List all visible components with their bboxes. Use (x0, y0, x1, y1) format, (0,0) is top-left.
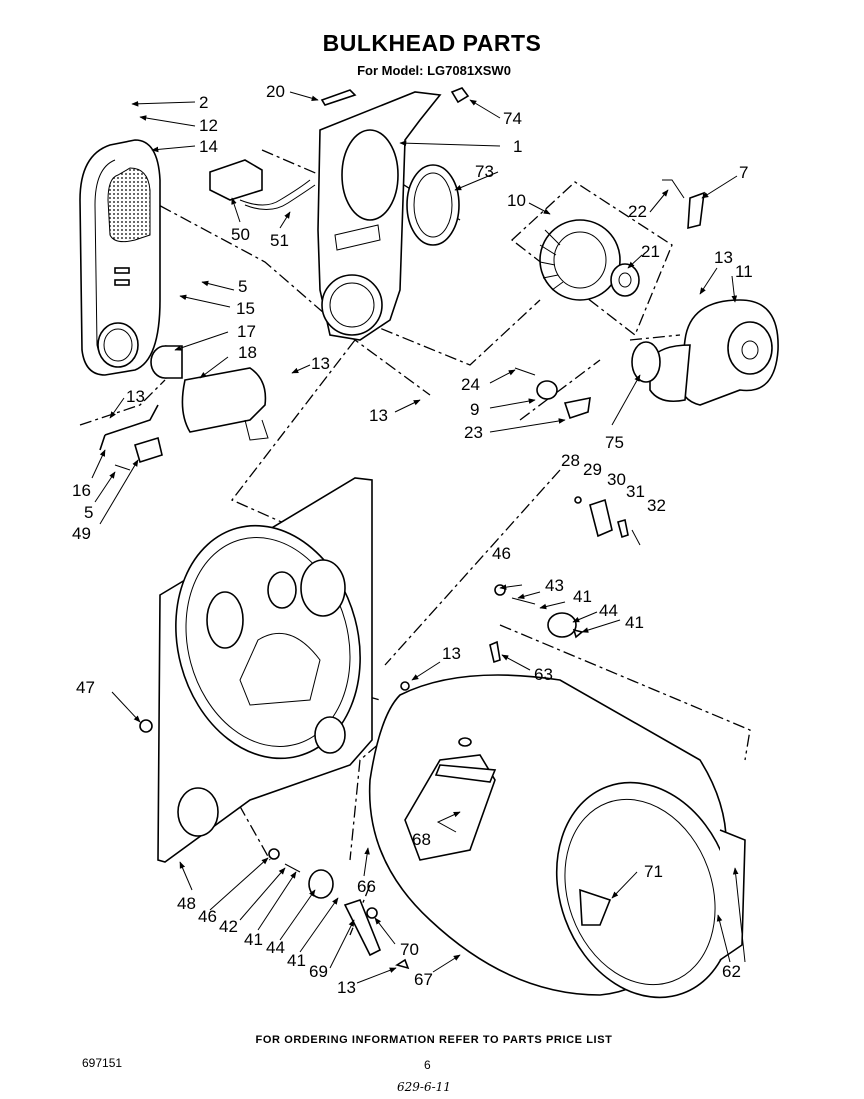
part-number-label: 10 (507, 191, 526, 210)
part-number-label: 17 (237, 322, 256, 341)
part-number-label: 13 (442, 644, 461, 663)
switch-bracket (99, 404, 163, 471)
part-number-label: 48 (177, 894, 196, 913)
part-number-label: 18 (238, 343, 257, 362)
part-number-label: 12 (199, 116, 218, 135)
part-number-label: 62 (722, 962, 741, 981)
handwritten-code: 629-6-11 (397, 1080, 451, 1094)
part-number-label: 21 (641, 242, 660, 261)
part-number-label: 13 (714, 248, 733, 267)
motor-bracket (662, 179, 705, 230)
door-switch-parts (574, 496, 641, 546)
part-number-label: 70 (400, 940, 419, 959)
part-number-label: 14 (199, 137, 218, 156)
blower-motor-cylinder (150, 345, 269, 441)
part-number-label: 20 (266, 82, 285, 101)
part-number-label: 1 (513, 137, 522, 156)
part-number-label: 24 (461, 375, 480, 394)
part-number-label: 43 (545, 576, 564, 595)
part-number-label: 16 (72, 481, 91, 500)
part-number-label: 13 (311, 354, 330, 373)
part-number-label: 2 (199, 93, 208, 112)
part-number-label: 13 (126, 387, 145, 406)
part-number-label: 44 (266, 938, 285, 957)
part-number-label: 7 (739, 163, 748, 182)
dryer-drum (368, 674, 746, 999)
part-number-label: 63 (534, 665, 553, 684)
part-number-label: 29 (583, 460, 602, 479)
part-number-label: 75 (605, 433, 624, 452)
front-bulkhead-housing (79, 139, 161, 376)
part-number-label: 9 (470, 400, 479, 419)
part-number-label: 32 (647, 496, 666, 515)
part-number-label: 73 (475, 162, 494, 181)
page-number: 6 (424, 1058, 431, 1072)
callout-leaders (91, 91, 746, 984)
model-subtitle: For Model: LG7081XSW0 (357, 63, 511, 78)
part-number-label: 42 (219, 917, 238, 936)
part-number-label: 23 (464, 423, 483, 442)
front-panel-48 (157, 477, 373, 863)
duct-seal-ring (406, 164, 460, 246)
document-number: 697151 (82, 1056, 123, 1070)
part-number-label: 28 (561, 451, 580, 470)
lower-roller-parts (268, 681, 410, 970)
part-number-label: 74 (503, 109, 522, 128)
part-number-label: 15 (236, 299, 255, 318)
part-number-label: 41 (573, 587, 592, 606)
part-number-label: 22 (628, 202, 647, 221)
part-number-label: 11 (735, 262, 753, 281)
part-number-label: 46 (198, 907, 217, 926)
duct-seal-inner (413, 172, 453, 238)
part-number-label: 41 (287, 951, 306, 970)
nut-47 (139, 719, 153, 733)
blower-wheel-assembly (510, 181, 673, 337)
idler-parts (514, 367, 591, 420)
blower-housing (629, 299, 779, 406)
drum-pin-63 (489, 640, 501, 664)
ordering-note: FOR ORDERING INFORMATION REFER TO PARTS … (255, 1034, 613, 1046)
part-number-label: 5 (84, 503, 93, 522)
part-number-label: 46 (492, 544, 511, 563)
part-number-label: 71 (644, 862, 663, 881)
part-number-label: 51 (270, 231, 289, 250)
part-number-label: 31 (626, 482, 645, 501)
part-number-label: 5 (238, 277, 247, 296)
part-number-label: 41 (625, 613, 644, 632)
part-number-label: 67 (414, 970, 433, 989)
blower-seal-ring (631, 341, 661, 383)
part-number-label: 30 (607, 470, 626, 489)
upper-roller-parts (494, 584, 584, 639)
part-number-label: 68 (412, 830, 431, 849)
part-number-label: 41 (244, 930, 263, 949)
page-title: BULKHEAD PARTS (322, 30, 542, 56)
part-number-label: 50 (231, 225, 250, 244)
part-number-label: 69 (309, 962, 328, 981)
part-number-label: 13 (369, 406, 388, 425)
clip-part (450, 87, 470, 104)
part-number-label: 47 (76, 678, 95, 697)
terminal-block-harness (209, 159, 316, 210)
part-number-label: 13 (337, 978, 356, 997)
part-number-label: 49 (72, 524, 91, 543)
part-number-label: 66 (357, 877, 376, 896)
part-number-label: 44 (599, 601, 618, 620)
rear-bulkhead-duct (317, 89, 442, 341)
